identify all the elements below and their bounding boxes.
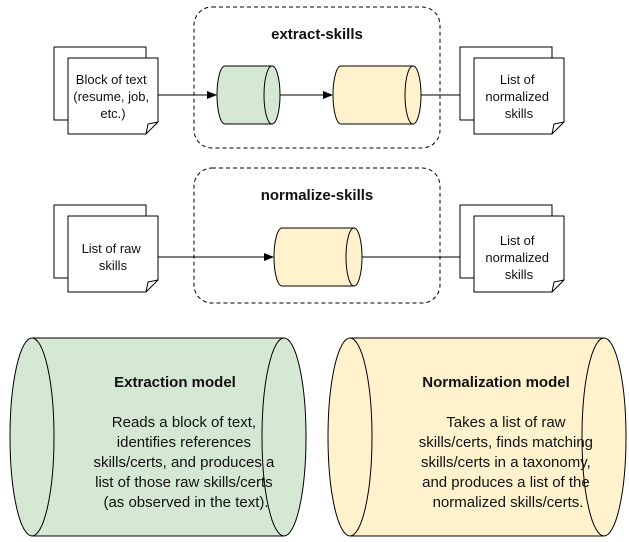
- model-description: Reads a block of text, identifies refere…: [93, 414, 278, 511]
- extraction-model-cylinder-small: [216, 65, 281, 125]
- document-front-sheet: [67, 215, 159, 293]
- normalization-model-cylinder: Normalization model Takes a list of raw …: [327, 337, 627, 537]
- pipeline-group-box: [193, 6, 441, 149]
- output-document-stack: List of normalized skills: [459, 204, 565, 293]
- model-title: Normalization model: [422, 374, 570, 391]
- document-front-sheet: [473, 57, 565, 135]
- extraction-model-cylinder: Extraction model Reads a block of text, …: [9, 337, 307, 537]
- document-fold: [551, 121, 565, 135]
- document-fold: [145, 279, 159, 293]
- normalization-model-cylinder-small: [273, 227, 363, 287]
- document-front-sheet: [473, 215, 565, 293]
- output-document-label: List of normalized skills: [485, 233, 552, 282]
- document-fold: [145, 121, 159, 135]
- output-document-stack: List of normalized skills: [459, 46, 565, 135]
- pipeline-group-box: [193, 167, 441, 304]
- output-document-label: List of normalized skills: [485, 72, 552, 121]
- model-description: Takes a list of raw skills/certs, finds …: [419, 414, 597, 511]
- input-document-label: Block of text (resume, job, etc.): [73, 72, 153, 121]
- pipeline-title: extract-skills: [271, 26, 363, 43]
- pipeline-normalize-skills: normalize-skills List of raw skills List…: [53, 167, 565, 304]
- pipeline-title: normalize-skills: [261, 187, 374, 204]
- normalization-model-cylinder-small: [332, 65, 422, 125]
- document-front-sheet: [67, 57, 159, 135]
- document-fold: [551, 279, 565, 293]
- pipeline-extract-skills: extract-skills Block of text (resume, jo…: [53, 6, 565, 149]
- model-title: Extraction model: [114, 374, 236, 391]
- input-document-stack: Block of text (resume, job, etc.): [53, 46, 159, 135]
- input-document-label: List of raw skills: [82, 241, 145, 273]
- input-document-stack: List of raw skills: [53, 204, 159, 293]
